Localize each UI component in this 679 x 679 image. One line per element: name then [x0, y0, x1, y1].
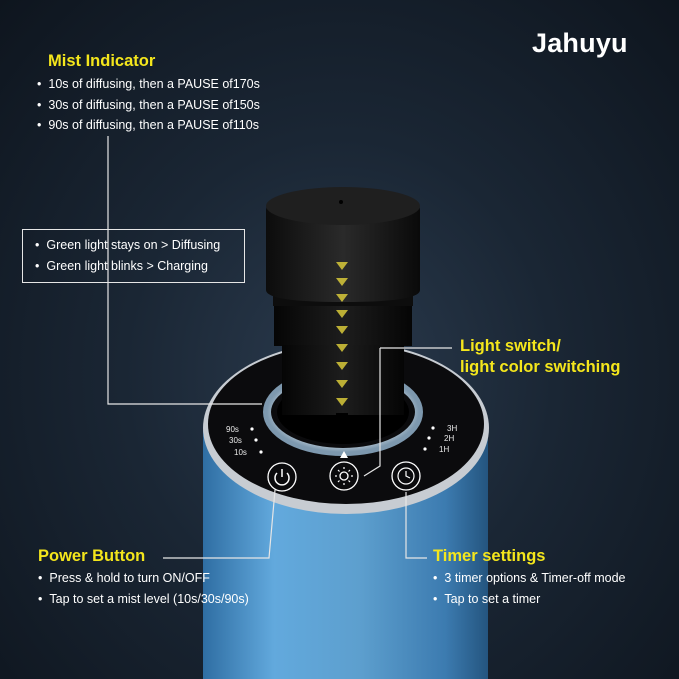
light-icon [329, 461, 359, 491]
list-item: 30s of diffusing, then a PAUSE of150s [37, 95, 259, 116]
clock-icon [391, 461, 421, 491]
status-box: Green light stays on > Diffusing Green l… [22, 229, 245, 283]
power-button-section: Power Button Press & hold to turn ON/OFF… [38, 547, 249, 609]
mist-level-90s: 90s [226, 425, 239, 434]
timer-level-1h: 1H [439, 445, 449, 454]
light-switch-line2: light color switching [460, 358, 621, 376]
timer-settings-list: 3 timer options & Timer-off mode Tap to … [433, 568, 625, 609]
list-item: Press & hold to turn ON/OFF [38, 568, 249, 589]
timer-level-3h: 3H [447, 424, 457, 433]
leader-lines [107, 136, 452, 559]
list-item: Tap to set a timer [433, 589, 625, 610]
power-button-title: Power Button [38, 547, 146, 565]
power-icon [267, 462, 297, 492]
list-item: 3 timer options & Timer-off mode [433, 568, 625, 589]
list-item: Tap to set a mist level (10s/30s/90s) [38, 589, 248, 610]
power-button-list: Press & hold to turn ON/OFF Tap to set a… [38, 568, 249, 610]
brand-logo: Jahuyu [532, 28, 628, 58]
mist-indicator-list: 10s of diffusing, then a PAUSE of170s 30… [37, 74, 260, 136]
timer-settings-section: Timer settings 3 timer options & Timer-o… [433, 547, 625, 609]
status-list: Green light stays on > Diffusing Green l… [35, 235, 232, 276]
mist-level-10s: 10s [234, 448, 247, 457]
mist-level-30s: 30s [229, 436, 242, 445]
light-switch-line1: Light switch/ [460, 337, 561, 355]
up-arrow-icon [340, 451, 348, 458]
list-item: 90s of diffusing, then a PAUSE of110s [37, 115, 260, 136]
list-item: Green light stays on > Diffusing [35, 235, 232, 256]
mist-indicator-section: Mist Indicator 10s of diffusing, then a … [48, 52, 260, 136]
control-panel: 90s 30s 10s 3H 2H 1H [226, 424, 457, 492]
timer-settings-title: Timer settings [433, 547, 546, 565]
device-cap [263, 187, 423, 456]
timer-level-2h: 2H [444, 434, 454, 443]
mist-flow-arrows [336, 262, 348, 406]
light-switch-label: Light switch/ light color switching [460, 336, 620, 378]
mist-indicator-title: Mist Indicator [48, 52, 156, 70]
list-item: Green light blinks > Charging [35, 256, 232, 277]
list-item: 10s of diffusing, then a PAUSE of170s [37, 74, 259, 95]
